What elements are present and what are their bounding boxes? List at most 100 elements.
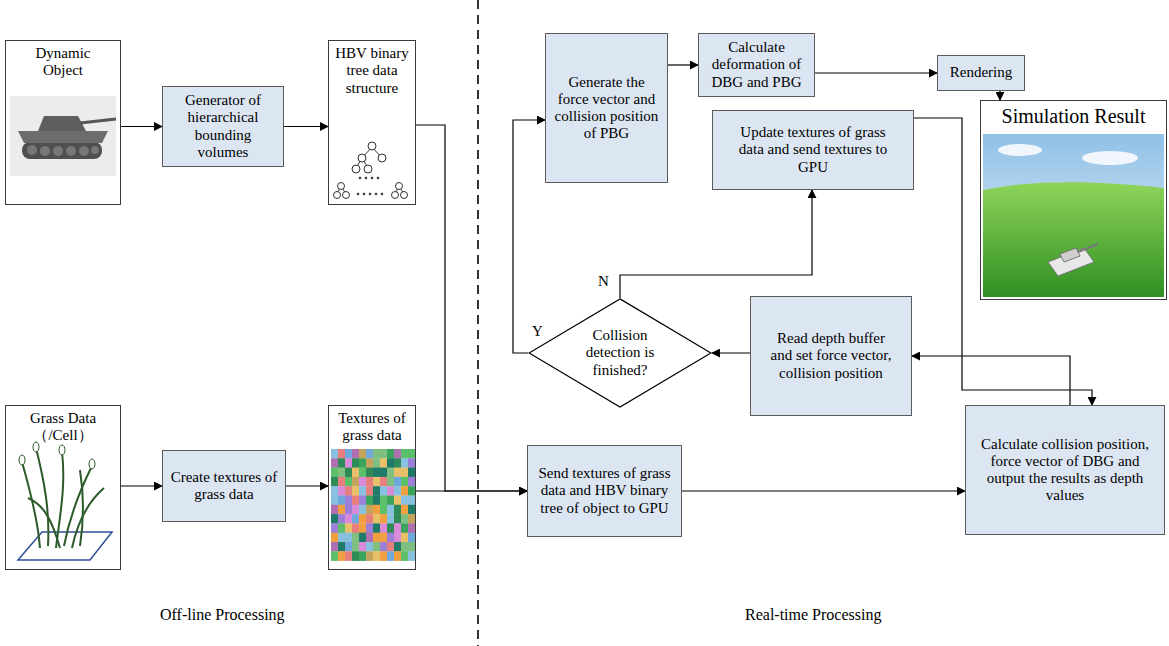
texture-cell	[380, 486, 387, 496]
texture-cell	[387, 449, 394, 459]
texture-cell	[394, 551, 401, 561]
texture-cell	[338, 523, 345, 533]
texture-cell	[352, 523, 359, 533]
texture-cell	[401, 486, 408, 496]
texture-cell	[408, 486, 415, 496]
texture-cell	[345, 533, 352, 543]
texture-cell	[408, 514, 415, 524]
texture-cell	[408, 533, 415, 543]
decision-diamond: Collision detection is finished?	[528, 298, 712, 408]
texture-cell	[359, 458, 366, 468]
texture-cell	[373, 505, 380, 515]
texture-cell	[345, 468, 352, 478]
texture-cell	[359, 477, 366, 487]
texture-cell	[345, 505, 352, 515]
texture-cell	[352, 505, 359, 515]
texture-cell	[331, 458, 338, 468]
section-label: Off-line Processing	[160, 606, 285, 624]
texture-cell	[352, 458, 359, 468]
texture-cell	[338, 477, 345, 487]
texture-cell	[373, 449, 380, 459]
texture-cell	[380, 458, 387, 468]
node-text: Calculate deformation of DBG and PBG	[704, 39, 809, 91]
texture-cell	[408, 468, 415, 478]
texture-cell	[387, 533, 394, 543]
texture-cell	[373, 533, 380, 543]
texture-cell	[394, 458, 401, 468]
texture-cell	[380, 514, 387, 524]
texture-cell	[359, 468, 366, 478]
texture-cell	[380, 551, 387, 561]
texture-cell	[359, 496, 366, 506]
texture-cell	[394, 496, 401, 506]
node-text: Dynamic Object	[27, 45, 99, 80]
texture-cell	[387, 458, 394, 468]
flow-arrow	[416, 490, 527, 491]
texture-cell	[380, 542, 387, 552]
texture-cell	[387, 486, 394, 496]
texture-cell	[359, 514, 366, 524]
texture-cell	[338, 514, 345, 524]
section-label: Real-time Processing	[745, 606, 881, 624]
process-box: Rendering	[937, 55, 1025, 91]
texture-cell	[359, 542, 366, 552]
texture-cell	[345, 477, 352, 487]
texture-cell	[359, 523, 366, 533]
texture-cell	[345, 486, 352, 496]
texture-cell	[373, 496, 380, 506]
texture-cell	[373, 551, 380, 561]
texture-cell	[408, 449, 415, 459]
texture-cell	[394, 468, 401, 478]
process-box: Update textures of grass data and send t…	[712, 110, 914, 190]
result-panel: Simulation Result	[980, 100, 1167, 300]
texture-cell	[408, 542, 415, 552]
texture-cell	[345, 458, 352, 468]
texture-cell	[331, 523, 338, 533]
texture-cell	[366, 505, 373, 515]
grass-picture	[18, 442, 112, 560]
texture-cell	[401, 468, 408, 478]
texture-cell	[366, 551, 373, 561]
texture-cell	[380, 496, 387, 506]
node-text: Generate the force vector and collision …	[554, 74, 659, 143]
flow-arrow	[284, 126, 328, 127]
texture-cell	[352, 486, 359, 496]
object-panel: Dynamic Object	[5, 40, 121, 205]
flow-arrow	[668, 64, 698, 65]
texture-cell	[331, 505, 338, 515]
node-text: Textures of grass data	[330, 410, 414, 445]
texture-cell	[331, 542, 338, 552]
node-text: Send textures of grass data and HBV bina…	[535, 465, 675, 517]
texture-cell	[366, 496, 373, 506]
texture-cell	[359, 505, 366, 515]
tank-picture	[10, 96, 116, 176]
texture-cell	[352, 514, 359, 524]
texture-cell	[401, 477, 408, 487]
flow-arrow	[121, 485, 162, 486]
process-box: Read depth buffer and set force vector, …	[750, 296, 912, 416]
texture-cell	[345, 551, 352, 561]
texture-cell	[408, 477, 415, 487]
texture-cell	[338, 505, 345, 515]
data-panel: HBV binary tree data structure	[328, 40, 416, 205]
texture-cell	[338, 496, 345, 506]
node-text: Collision detection is finished?	[574, 327, 666, 379]
texture-cell	[331, 449, 338, 459]
texture-cell	[359, 486, 366, 496]
texture-cell	[352, 468, 359, 478]
texture-cell	[401, 533, 408, 543]
texture-cell	[366, 477, 373, 487]
node-text: Create textures of grass data	[166, 469, 282, 504]
texture-cell	[373, 542, 380, 552]
flow-arrow	[914, 118, 1092, 405]
texture-cell	[331, 514, 338, 524]
process-box: Generator of hierarchical bounding volum…	[162, 86, 284, 167]
texture-cell	[331, 551, 338, 561]
texture-cell	[331, 468, 338, 478]
texture-picture	[331, 449, 415, 561]
node-text: Grass Data （/Cell）	[23, 410, 103, 445]
texture-cell	[345, 496, 352, 506]
node-text: Calculate collision position, force vect…	[980, 436, 1150, 505]
texture-cell	[401, 496, 408, 506]
texture-cell	[394, 542, 401, 552]
